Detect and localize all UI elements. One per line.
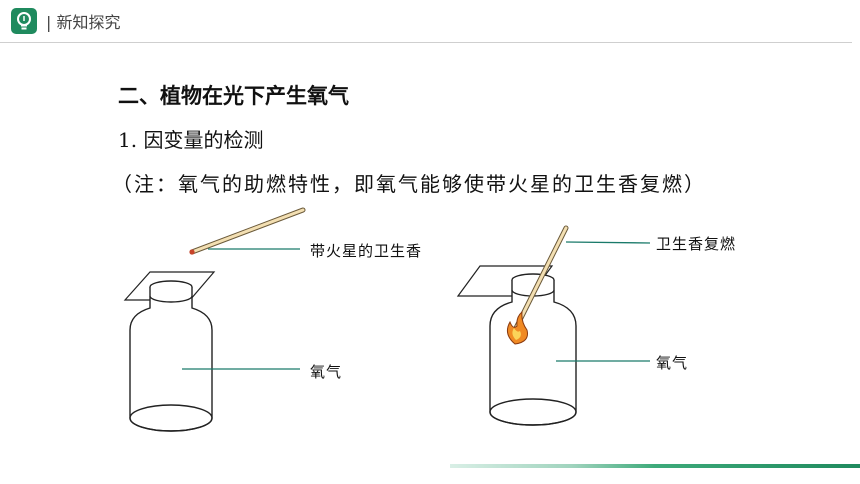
header-divider xyxy=(0,42,852,43)
header-bar: | 新知探究 xyxy=(0,0,860,42)
subsection-title: 1. 因变量的检测 xyxy=(118,128,264,152)
note-text: （注：氧气的助燃特性，即氧气能够使带火星的卫生香复燃） xyxy=(112,172,706,196)
lightbulb-icon xyxy=(11,8,37,34)
left-incense-label: 带火星的卫生香 xyxy=(310,242,423,260)
flame-icon xyxy=(506,310,528,345)
left-incense-stick xyxy=(189,207,306,255)
left-bottle xyxy=(129,280,213,432)
footer-accent-bar xyxy=(450,464,860,468)
right-incense-label: 卫生香复燃 xyxy=(656,235,737,253)
header-title: | 新知探究 xyxy=(46,13,121,32)
left-gas-label: 氧气 xyxy=(310,363,343,381)
section-title: 二、植物在光下产生氧气 xyxy=(118,84,349,108)
right-gas-label: 氧气 xyxy=(656,354,689,372)
right-incense-stick xyxy=(513,225,569,331)
right-incense-pointer xyxy=(565,241,651,244)
